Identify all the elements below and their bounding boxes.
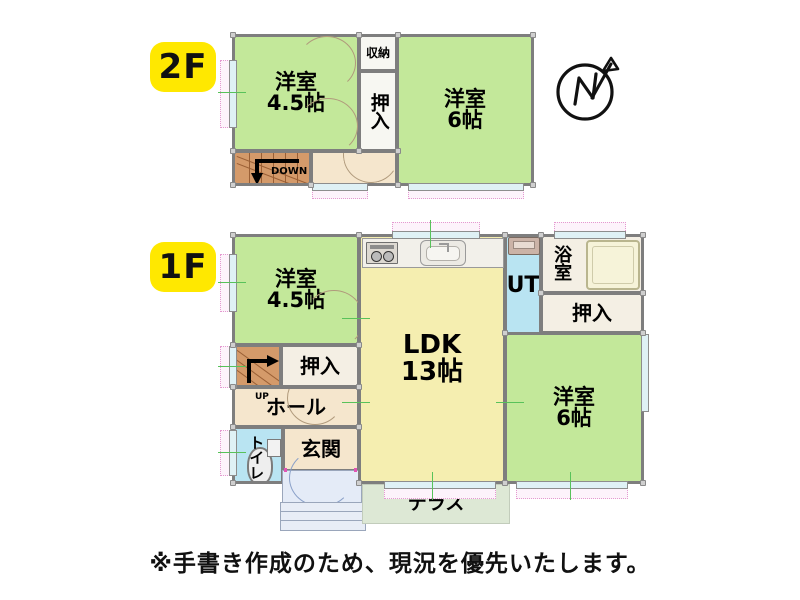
up-arrow-icon (247, 355, 279, 383)
entry-porch (282, 449, 362, 507)
room-1f-closet-oshiire-left[interactable]: 押入 (280, 344, 360, 388)
window-2f-bottom-left (312, 183, 368, 191)
compass-rose (552, 48, 628, 124)
room-label: トイレ (247, 435, 266, 480)
window-1f-top-bath (554, 231, 626, 239)
toilet-tank-icon (267, 439, 281, 457)
room-2f-closet-oshiire[interactable]: 押入 (358, 70, 398, 152)
room-label-line1: 洋室 (444, 86, 486, 111)
room-label: 浴室 (551, 245, 573, 281)
window-1f-left-upper (229, 254, 237, 312)
door-swing-arc (298, 98, 358, 154)
floor-plan-1f: 洋室 4.5帖 押入 ホール UP (218, 220, 649, 531)
window-1f-bottom-room (516, 481, 628, 489)
room-1f-hall[interactable]: ホール UP (232, 386, 360, 428)
room-1f-washitsu-6jo[interactable]: 洋室 6帖 (504, 332, 644, 484)
room-label: UT (506, 272, 540, 298)
room-label-line1: 洋室 (275, 266, 317, 291)
floor-badge-1f: 1F (150, 242, 216, 292)
window-2f-bottom-right (408, 183, 524, 191)
room-label-line1: LDK (402, 330, 462, 361)
room-1f-closet-oshiire-right[interactable]: 押入 (540, 292, 644, 334)
door-swing-arc (298, 36, 356, 90)
sink-icon (420, 240, 466, 266)
room-2f-landing[interactable] (310, 150, 398, 186)
floor-badge-2f: 2F (150, 42, 216, 92)
stair-treads (235, 153, 309, 183)
door-swing-arc (304, 290, 364, 348)
window-1f-top-ldk (392, 231, 480, 239)
room-label-line2: 6帖 (556, 406, 592, 430)
stairs-up-label: UP (255, 392, 269, 402)
room-2f-washitsu-6jo[interactable]: 洋室 6帖 (396, 34, 534, 186)
north-arrow-icon (556, 56, 620, 121)
room-2f-storage-shuno[interactable]: 収納 (358, 34, 398, 72)
window-2f-left (229, 60, 237, 128)
floor-plan-2f: 洋室 4.5帖 収納 押入 洋室 6帖 (218, 32, 536, 199)
bathtub-icon (586, 240, 640, 290)
stairs-down-label: DOWN (271, 166, 308, 177)
room-label: 押入 (572, 300, 612, 325)
room-label-line2: 13帖 (400, 357, 464, 387)
disclaimer-caption: ※手書き作成のため、現況を優先いたします。 (149, 551, 651, 577)
stairs-2f-down[interactable]: DOWN (232, 150, 312, 186)
door-marker (354, 468, 357, 472)
down-arrow-icon (251, 159, 299, 183)
washbasin-icon (508, 237, 540, 255)
window-1f-bottom-ldk (384, 481, 496, 489)
entry-step (280, 520, 366, 531)
window-1f-right (641, 334, 649, 412)
stove-icon (366, 242, 398, 264)
center-mark (218, 92, 246, 93)
window-1f-left-lower (229, 430, 237, 476)
room-label: 押入 (367, 93, 390, 129)
room-label: 収納 (365, 45, 390, 60)
door-marker (284, 468, 287, 472)
window-1f-left-mid (229, 346, 237, 388)
room-1f-ldk[interactable]: LDK 13帖 (358, 234, 506, 484)
room-1f-toilet[interactable]: トイレ (232, 426, 284, 484)
room-label: 押入 (300, 353, 340, 378)
room-label-line2: 6帖 (447, 108, 483, 132)
room-label-line1: 洋室 (553, 384, 595, 409)
